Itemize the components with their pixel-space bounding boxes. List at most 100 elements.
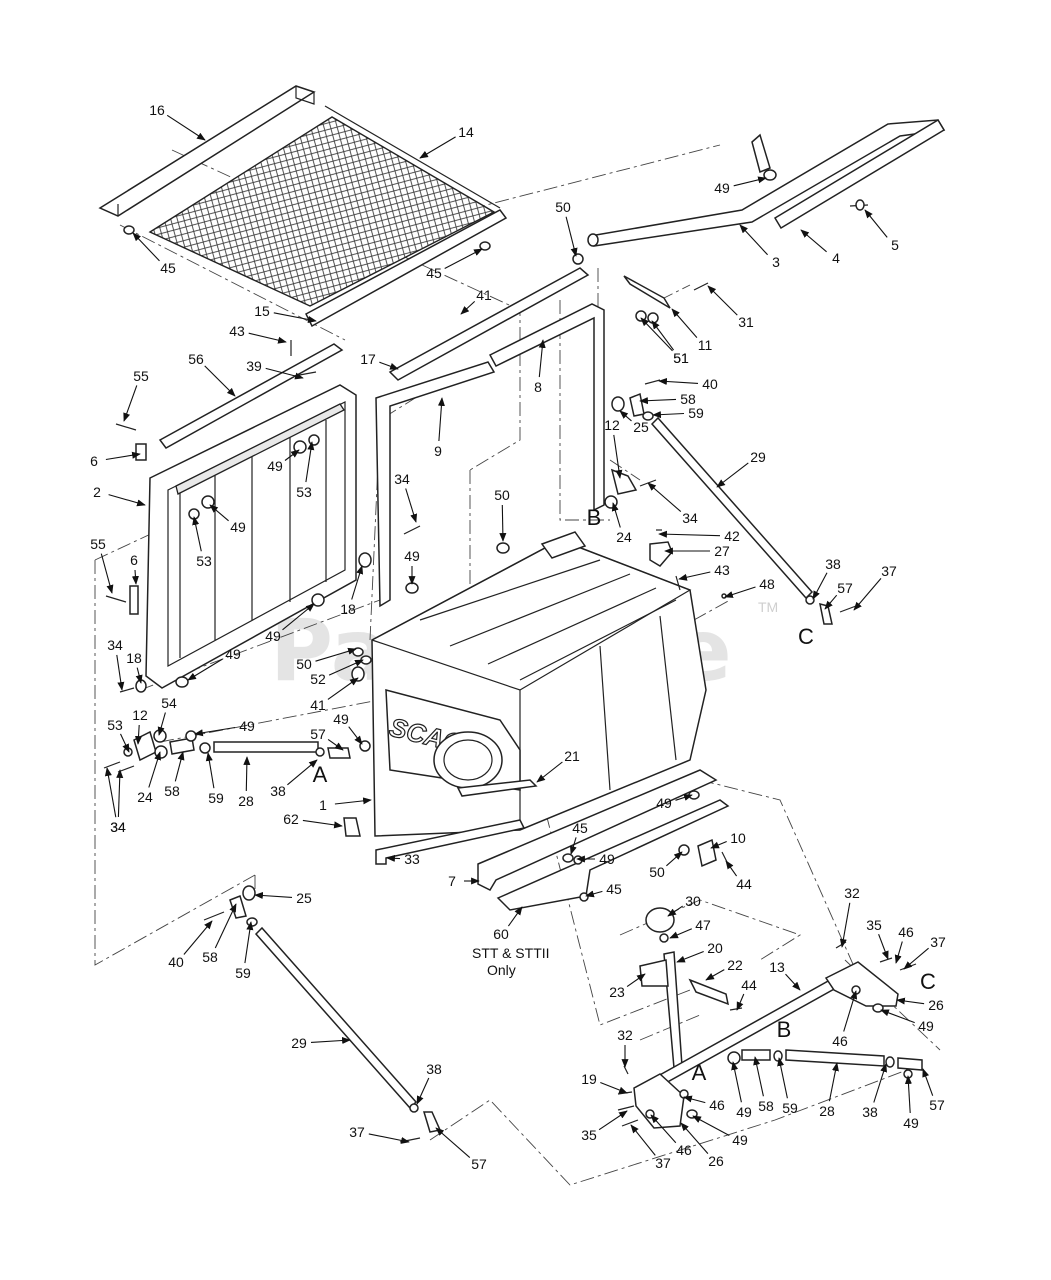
callout-number: 5: [891, 237, 899, 253]
leader-line: [853, 578, 882, 611]
leader-line: [244, 921, 254, 964]
leader-line: [287, 759, 318, 786]
leader-line: [135, 667, 143, 684]
leader-line: [839, 902, 851, 948]
leader-line: [669, 928, 693, 939]
leader-line: [675, 794, 693, 801]
callout-39: 39: [246, 358, 304, 380]
nut-38-right: [805, 595, 815, 605]
leader-line: [104, 767, 117, 818]
callout-number: 1: [319, 797, 327, 813]
leader-line: [348, 726, 363, 745]
callout-53: 53: [192, 516, 212, 569]
leader-line: [613, 434, 623, 479]
leader-line: [174, 751, 185, 782]
callout-number: 38: [825, 556, 841, 572]
callout-number: 4: [832, 250, 840, 266]
leader-line: [265, 367, 304, 380]
leader-line: [692, 1115, 730, 1136]
callout-number: 19: [581, 1071, 597, 1087]
callout-24: 24: [611, 502, 632, 545]
leader-line: [824, 594, 838, 610]
callout-41: 41: [460, 287, 492, 315]
leader-line: [658, 377, 699, 385]
nut-38-left: [315, 747, 325, 757]
leader-line: [419, 136, 456, 159]
callout-55: 55: [123, 368, 149, 422]
callout-26: 26: [680, 1122, 724, 1169]
callout-24: 24: [137, 751, 161, 805]
leader-line: [368, 1133, 410, 1144]
nut-45-plate-b: [579, 892, 589, 902]
callout-38: 38: [862, 1063, 887, 1120]
callout-number: 40: [702, 376, 718, 392]
callout-number: 59: [688, 405, 704, 421]
callout-number: 34: [394, 471, 410, 487]
callout-49: 49: [714, 176, 767, 196]
callout-37: 37: [853, 563, 897, 611]
screen-mesh-14: [148, 105, 501, 307]
leader-line: [538, 339, 546, 378]
callout-49: 49: [656, 794, 693, 811]
leader-line: [640, 317, 673, 352]
callout-44: 44: [725, 860, 752, 892]
callout-38: 38: [270, 759, 318, 799]
note-model-line2: Only: [487, 962, 516, 978]
leader-line: [204, 365, 236, 397]
rod-29-right: [650, 416, 814, 600]
callout-43: 43: [678, 562, 730, 581]
callout-50: 50: [494, 487, 510, 542]
callout-number: 49: [404, 548, 420, 564]
callout-number: 57: [310, 726, 326, 742]
callout-number: 9: [434, 443, 442, 459]
bracket-11: [623, 275, 671, 309]
callout-number: 46: [709, 1097, 725, 1113]
callout-23: 23: [609, 973, 646, 1000]
callout-35: 35: [866, 917, 889, 960]
leader-line: [736, 993, 745, 1011]
rod-28-b: [785, 1049, 885, 1067]
callout-32: 32: [839, 885, 860, 948]
callout-49: 49: [576, 851, 615, 867]
callout-19: 19: [581, 1071, 628, 1094]
nut-38-b: [885, 1056, 895, 1068]
frame-9: [375, 361, 496, 608]
callout-number: 26: [928, 997, 944, 1013]
callout-number: 37: [930, 934, 946, 950]
rod-end-58-lower-left: [229, 894, 247, 919]
leader-line: [619, 410, 632, 422]
callout-58: 58: [164, 751, 185, 799]
leader-line: [416, 1077, 430, 1105]
leader-line: [922, 1068, 934, 1096]
nut-46-left-a: [679, 1089, 689, 1099]
leader-line: [183, 920, 213, 955]
rod-end-57-left: [327, 747, 351, 759]
callout-number: 20: [707, 940, 723, 956]
leader-line: [878, 934, 889, 960]
callout-number: 34: [110, 819, 126, 835]
callout-number: 46: [832, 1033, 848, 1049]
callout-number: 16: [149, 102, 165, 118]
callout-50: 50: [555, 199, 578, 257]
callout-49: 49: [880, 1009, 934, 1034]
callout-number: 31: [738, 314, 754, 330]
washer-53-panel-a: [308, 434, 320, 446]
leader-line: [873, 1063, 887, 1103]
callout-6: 6: [130, 552, 139, 585]
leader-line: [585, 890, 603, 898]
callout-number: 47: [695, 917, 711, 933]
callout-number: 51: [673, 350, 689, 366]
callout-number: 10: [730, 830, 746, 846]
callout-number: 57: [929, 1097, 945, 1113]
callout-7: 7: [448, 873, 480, 889]
callout-number: 49: [225, 646, 241, 662]
callout-number: 53: [296, 484, 312, 500]
callout-number: 57: [837, 580, 853, 596]
bolt-40: [644, 379, 661, 385]
leader-line: [214, 903, 237, 949]
callout-number: 50: [649, 864, 665, 880]
callout-22: 22: [705, 957, 743, 981]
nut-45a: [123, 225, 135, 235]
callout-58: 58: [753, 1056, 774, 1114]
